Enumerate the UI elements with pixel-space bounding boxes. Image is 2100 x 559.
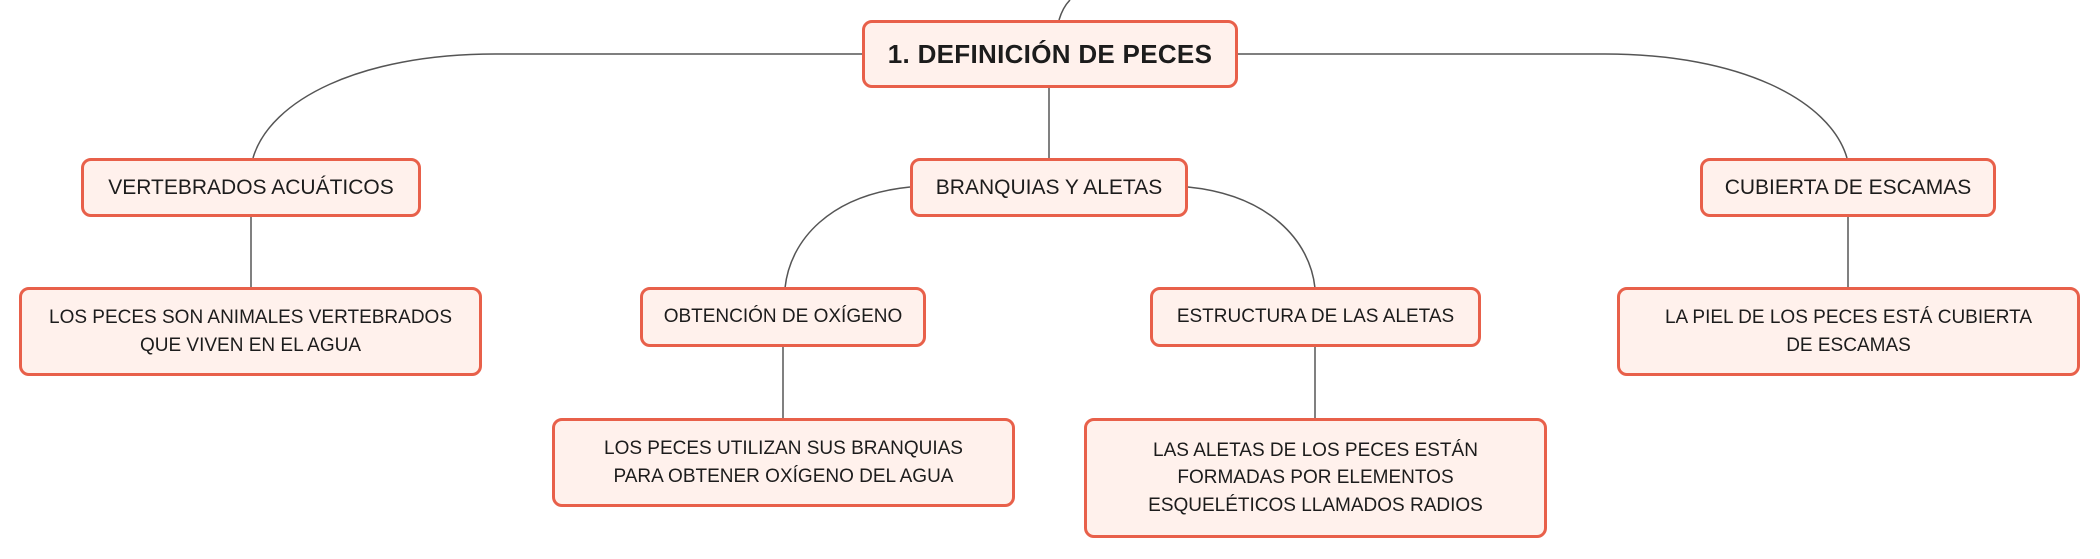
leaf-obtencion-de-oxigeno-text: LOS PECES UTILIZAN SUS BRANQUIAS PARA OB… <box>604 437 963 487</box>
leaf-cubierta-de-escamas[interactable]: LA PIEL DE LOS PECES ESTÁ CUBIERTA DE ES… <box>1617 287 2080 376</box>
node-cubierta-de-escamas-label: CUBIERTA DE ESCAMAS <box>1724 175 1972 199</box>
node-branquias-y-aletas[interactable]: BRANQUIAS Y ALETAS <box>910 158 1188 217</box>
leaf-obtencion-de-oxigeno[interactable]: LOS PECES UTILIZAN SUS BRANQUIAS PARA OB… <box>552 418 1015 507</box>
root-node[interactable]: 1. DEFINICIÓN DE PECES <box>862 20 1238 88</box>
node-obtencion-de-oxigeno-label: OBTENCIÓN DE OXÍGENO <box>663 306 903 327</box>
connector-root-to-vertebrados <box>252 53 862 159</box>
node-vertebrados-acuaticos-label: VERTEBRADOS ACUÁTICOS <box>108 175 394 199</box>
node-vertebrados-acuaticos[interactable]: VERTEBRADOS ACUÁTICOS <box>81 158 421 217</box>
root-node-label: 1. DEFINICIÓN DE PECES <box>887 38 1213 69</box>
leaf-cubierta-de-escamas-text: LA PIEL DE LOS PECES ESTÁ CUBIERTA DE ES… <box>1664 306 2033 356</box>
connector-branquias-to-aletas <box>1187 186 1316 289</box>
leaf-vertebrados-acuaticos-text: LOS PECES SON ANIMALES VERTEBRADOS QUE V… <box>49 306 452 356</box>
node-estructura-de-las-aletas[interactable]: ESTRUCTURA DE LAS ALETAS <box>1150 287 1481 347</box>
leaf-estructura-de-las-aletas-text: LAS ALETAS DE LOS PECES ESTÁN FORMADAS P… <box>1148 439 1483 516</box>
connector-root-to-cubierta <box>1238 53 1848 159</box>
leaf-estructura-de-las-aletas[interactable]: LAS ALETAS DE LOS PECES ESTÁN FORMADAS P… <box>1084 418 1547 538</box>
node-cubierta-de-escamas[interactable]: CUBIERTA DE ESCAMAS <box>1700 158 1996 217</box>
node-estructura-de-las-aletas-label: ESTRUCTURA DE LAS ALETAS <box>1176 306 1455 327</box>
connector-root-to-parent <box>1058 0 1071 21</box>
node-branquias-y-aletas-label: BRANQUIAS Y ALETAS <box>935 175 1163 199</box>
connector-branquias-to-oxigeno <box>784 186 911 289</box>
node-obtencion-de-oxigeno[interactable]: OBTENCIÓN DE OXÍGENO <box>640 287 926 347</box>
leaf-vertebrados-acuaticos[interactable]: LOS PECES SON ANIMALES VERTEBRADOS QUE V… <box>19 287 482 376</box>
